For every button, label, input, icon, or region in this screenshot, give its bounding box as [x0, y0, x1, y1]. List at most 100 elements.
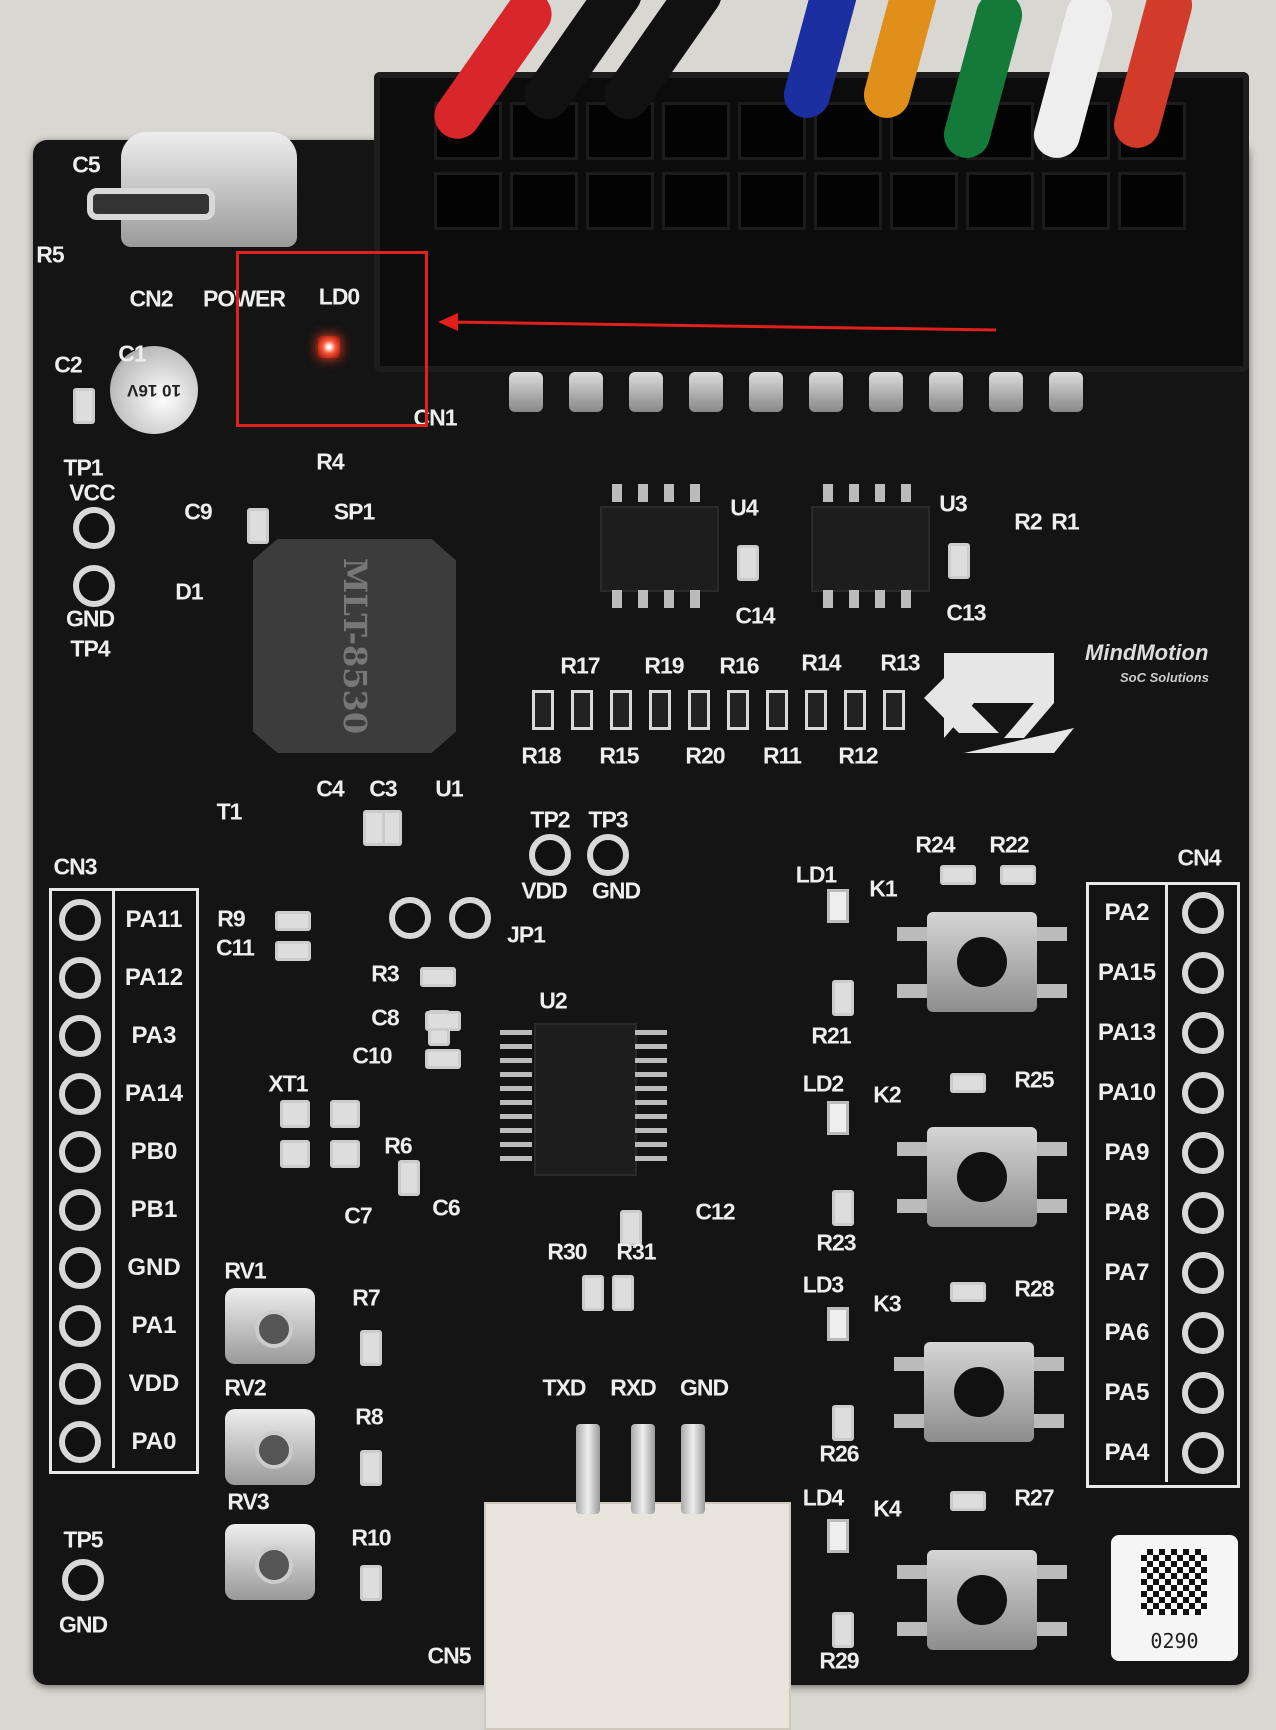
silkscreen-label-r29: R29	[819, 1647, 859, 1674]
cn3-label-divider	[112, 888, 115, 1468]
cn3-pin-hole	[59, 1363, 101, 1405]
cn4-pin-hole	[1182, 1192, 1224, 1234]
test-point	[73, 565, 115, 607]
chip-leg	[901, 590, 911, 608]
connector-cell	[1118, 172, 1186, 230]
silkscreen-label-r5: R5	[36, 241, 64, 268]
chip-leg	[875, 590, 885, 608]
silkscreen-label-u4: U4	[730, 494, 758, 521]
button-leg	[1037, 1142, 1067, 1156]
silkscreen-label-c8: C8	[371, 1004, 399, 1031]
silkscreen-label-k2: K2	[873, 1081, 901, 1108]
silkscreen-label-r21: R21	[811, 1022, 851, 1049]
connector-cell	[814, 172, 882, 230]
chip-leg	[638, 590, 648, 608]
cn3-pin-hole	[59, 1421, 101, 1463]
chip-leg	[635, 1114, 667, 1119]
smd-component	[363, 810, 385, 846]
test-point	[73, 507, 115, 549]
silkscreen-label-rv3: RV3	[227, 1488, 269, 1515]
resistor	[610, 690, 632, 730]
cn4-pin-hole	[1182, 1432, 1224, 1474]
smd-component	[582, 1275, 604, 1311]
test-point	[389, 897, 431, 939]
connector-cell	[510, 172, 578, 230]
resistor	[532, 690, 554, 730]
cn3-pin-label: PA14	[124, 1080, 184, 1107]
silkscreen-label-t1: T1	[216, 798, 243, 825]
silkscreen-label-ld4: LD4	[802, 1484, 844, 1511]
connector-cell	[966, 172, 1034, 230]
chip-leg	[500, 1114, 532, 1119]
silkscreen-label-r13: R13	[880, 649, 920, 676]
cn5-pin	[576, 1424, 600, 1514]
chip-leg	[635, 1128, 667, 1133]
smd-component	[275, 911, 311, 931]
silkscreen-label-gnd-tp3: GND	[591, 877, 641, 904]
potentiometer	[225, 1524, 315, 1600]
silkscreen-label-c5: C5	[72, 151, 100, 178]
buzzer: MLT-8530	[253, 539, 456, 753]
resistor	[688, 690, 710, 730]
push-button	[894, 1342, 1064, 1442]
chip-leg	[635, 1100, 667, 1105]
chip-leg	[500, 1086, 532, 1091]
chip-leg	[500, 1030, 532, 1035]
button-leg	[1034, 1357, 1064, 1371]
cn4-pin-label: PA13	[1097, 1019, 1157, 1046]
chip-leg	[635, 1156, 667, 1161]
smd-component	[940, 865, 976, 885]
cn5-pin	[631, 1424, 655, 1514]
cn4-pin-label: PA8	[1104, 1199, 1150, 1226]
silkscreen-label-r18: R18	[521, 742, 561, 769]
silkscreen-label-r15: R15	[599, 742, 639, 769]
silkscreen-label-r24: R24	[915, 831, 955, 858]
silkscreen-label-vdd-tp2: VDD	[521, 877, 568, 904]
cn3-pin-hole	[59, 1015, 101, 1057]
led-smd	[827, 1101, 849, 1135]
silkscreen-label-rv1: RV1	[224, 1257, 266, 1284]
chip-leg	[500, 1128, 532, 1133]
chip-leg	[635, 1086, 667, 1091]
silkscreen-label-tp4: TP4	[70, 635, 110, 662]
silkscreen-label-tp5: TP5	[63, 1526, 103, 1553]
connector-cell	[890, 172, 958, 230]
button-leg	[897, 1622, 927, 1636]
chip-leg	[849, 484, 859, 502]
silkscreen-label-r23: R23	[816, 1229, 856, 1256]
smd-component	[832, 1405, 854, 1441]
resistor	[844, 690, 866, 730]
button-leg	[1037, 984, 1067, 998]
cn4-pin-label: PA9	[1104, 1139, 1150, 1166]
mcu-u2	[534, 1023, 637, 1176]
cn4-pin-label: PA6	[1104, 1319, 1150, 1346]
silkscreen-label-jp1: JP1	[507, 921, 546, 948]
silkscreen-label-r6: R6	[384, 1132, 412, 1159]
silkscreen-label-k1: K1	[869, 875, 897, 902]
silkscreen-label-c4: C4	[316, 775, 344, 802]
button-leg	[894, 1414, 924, 1428]
smd-component	[948, 543, 970, 579]
silkscreen-label-r9: R9	[217, 905, 245, 932]
silkscreen-label-ld2: LD2	[802, 1070, 844, 1097]
silkscreen-label-r7: R7	[352, 1284, 380, 1311]
silkscreen-label-rxd: RXD	[610, 1374, 657, 1401]
chip-leg	[635, 1142, 667, 1147]
smd-component	[425, 1049, 461, 1069]
silkscreen-label-r1: R1	[1051, 508, 1079, 535]
connector-pin	[689, 372, 723, 412]
silkscreen-label-u2: U2	[539, 987, 567, 1014]
silkscreen-label-r19: R19	[644, 652, 684, 679]
cn4-pin-label: PA15	[1097, 959, 1157, 986]
silkscreen-label-vcc: VCC	[69, 479, 116, 506]
cn4-pin-hole	[1182, 1072, 1224, 1114]
cn4-pin-hole	[1182, 1132, 1224, 1174]
connector-pin	[809, 372, 843, 412]
chip-leg	[500, 1058, 532, 1063]
silkscreen-label-r8: R8	[355, 1403, 383, 1430]
soic-chip	[811, 506, 930, 592]
chip-leg	[690, 484, 700, 502]
silkscreen-label-c12: C12	[695, 1198, 735, 1225]
smd-component	[360, 1565, 382, 1601]
qr-code	[1141, 1549, 1207, 1615]
